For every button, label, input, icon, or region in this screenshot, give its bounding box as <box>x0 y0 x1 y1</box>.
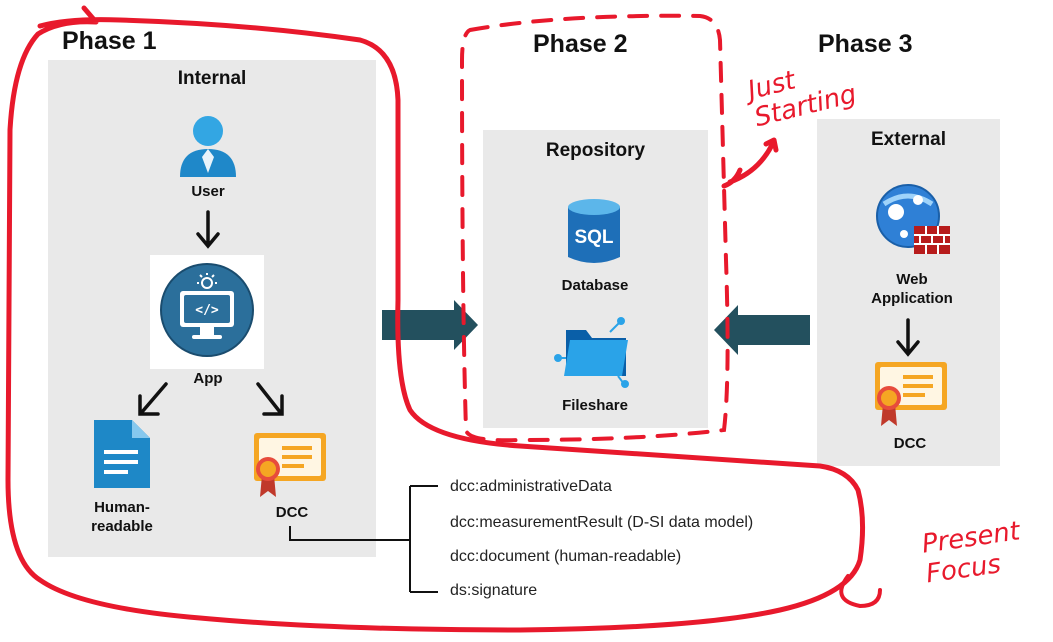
sql-database-icon: SQL <box>568 199 620 263</box>
svg-text:</>: </> <box>195 303 219 318</box>
user-icon <box>180 116 236 177</box>
dcc-field-measurement-result: dcc:measurementResult (D-SI data model) <box>450 514 754 531</box>
internal-dcc-label: DCC <box>275 504 309 521</box>
arrow-user-to-app <box>196 210 220 249</box>
certificate-icon <box>875 362 947 426</box>
database-label: Database <box>561 277 629 294</box>
certificate-icon <box>254 433 326 497</box>
phase-2-title: Phase 2 <box>533 30 628 58</box>
repository-panel: Repository <box>483 130 708 428</box>
dcc-field-signature: ds:signature <box>450 582 538 599</box>
dcc-field-document: dcc:document (human-readable) <box>450 548 682 565</box>
external-dcc-label: DCC <box>893 435 927 452</box>
fileshare-label: Fileshare <box>562 397 628 414</box>
sql-icon-text: SQL <box>574 227 613 248</box>
phase-1-title: Phase 1 <box>62 27 157 55</box>
arrow-web-to-dcc <box>896 318 920 357</box>
dcc-fields-bracket <box>289 485 438 593</box>
dcc-field-administrative-data: dcc:administrativeData <box>450 478 612 495</box>
arrow-app-to-dcc <box>256 382 284 416</box>
external-title: External <box>871 129 946 150</box>
app-label: App <box>193 370 223 387</box>
human-readable-label: Human- readable <box>91 499 153 535</box>
web-application-firewall-icon <box>876 184 950 254</box>
user-label: User <box>191 183 225 200</box>
web-application-label: Web Application <box>871 271 953 307</box>
internal-title: Internal <box>177 68 247 89</box>
fileshare-folder-icon <box>554 317 629 388</box>
phase-3-title: Phase 3 <box>818 30 913 58</box>
arrow-external-to-repository <box>714 305 810 355</box>
arrow-internal-to-repository <box>382 300 478 350</box>
arrow-app-to-human-readable <box>138 382 168 416</box>
app-monitor-code-icon: </> <box>160 263 254 357</box>
document-icon <box>94 420 150 488</box>
repository-title: Repository <box>545 140 646 161</box>
